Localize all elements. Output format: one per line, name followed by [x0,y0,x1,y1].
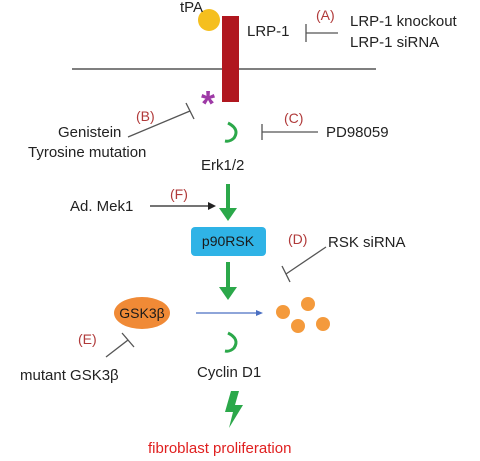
lrp1-receptor-bar [222,16,239,102]
mek1-arrowhead [208,202,216,210]
dot-1 [276,305,290,319]
tag-a: (A) [316,7,335,23]
inhibitor-b-bar [127,102,195,138]
pd98059-label: PD98059 [326,124,389,141]
tag-d: (D) [288,231,307,247]
erk-label: Erk1/2 [201,157,244,174]
mutant-gsk3b-label: mutant GSK3β [20,367,119,384]
dot-2 [301,297,315,311]
fibroblast-proliferation-label: fibroblast proliferation [148,440,291,457]
degraded-cyclin-dots [276,297,330,333]
tag-b: (B) [136,108,155,124]
lrp1-knockout-label: LRP-1 knockout [350,13,458,30]
inhibitor-d-bar [281,246,327,283]
tpa-ligand-circle [198,9,220,31]
lrp1-sirna-label: LRP-1 siRNA [350,34,439,51]
tag-c: (C) [284,110,303,126]
tag-e: (E) [78,331,97,347]
phosphorylation-asterisk: * [201,83,215,124]
erk-activation-curve [224,121,238,143]
proliferation-lightning-arrow [225,391,243,428]
gsk3b-label: GSK3β [119,305,164,321]
inhibitor-e-bar [105,332,135,358]
inhibitor-c-bar [261,124,318,140]
inhibitor-a-bar [305,24,338,42]
p90rsk-label: p90RSK [202,233,255,249]
rsk-sirna-label: RSK siRNA [328,234,406,251]
cyclin-d1-label: Cyclin D1 [197,364,261,381]
cyclin-activation-curve [224,331,238,353]
ad-mek1-label: Ad. Mek1 [70,198,133,215]
erk-to-p90rsk-arrowhead [219,208,237,221]
dot-3 [291,319,305,333]
tyrosine-mutation-label: Tyrosine mutation [28,144,146,161]
genistein-label: Genistein [58,124,121,141]
gsk3b-ellipse [114,297,170,329]
p90rsk-box [191,227,266,256]
tag-f: (F) [170,186,188,202]
tpa-label: tPA [180,0,203,16]
lrp1-label: LRP-1 [247,23,290,40]
p90rsk-down-arrowhead [219,287,237,300]
gsk3b-degradation-arrowhead [256,310,263,316]
dot-4 [316,317,330,331]
